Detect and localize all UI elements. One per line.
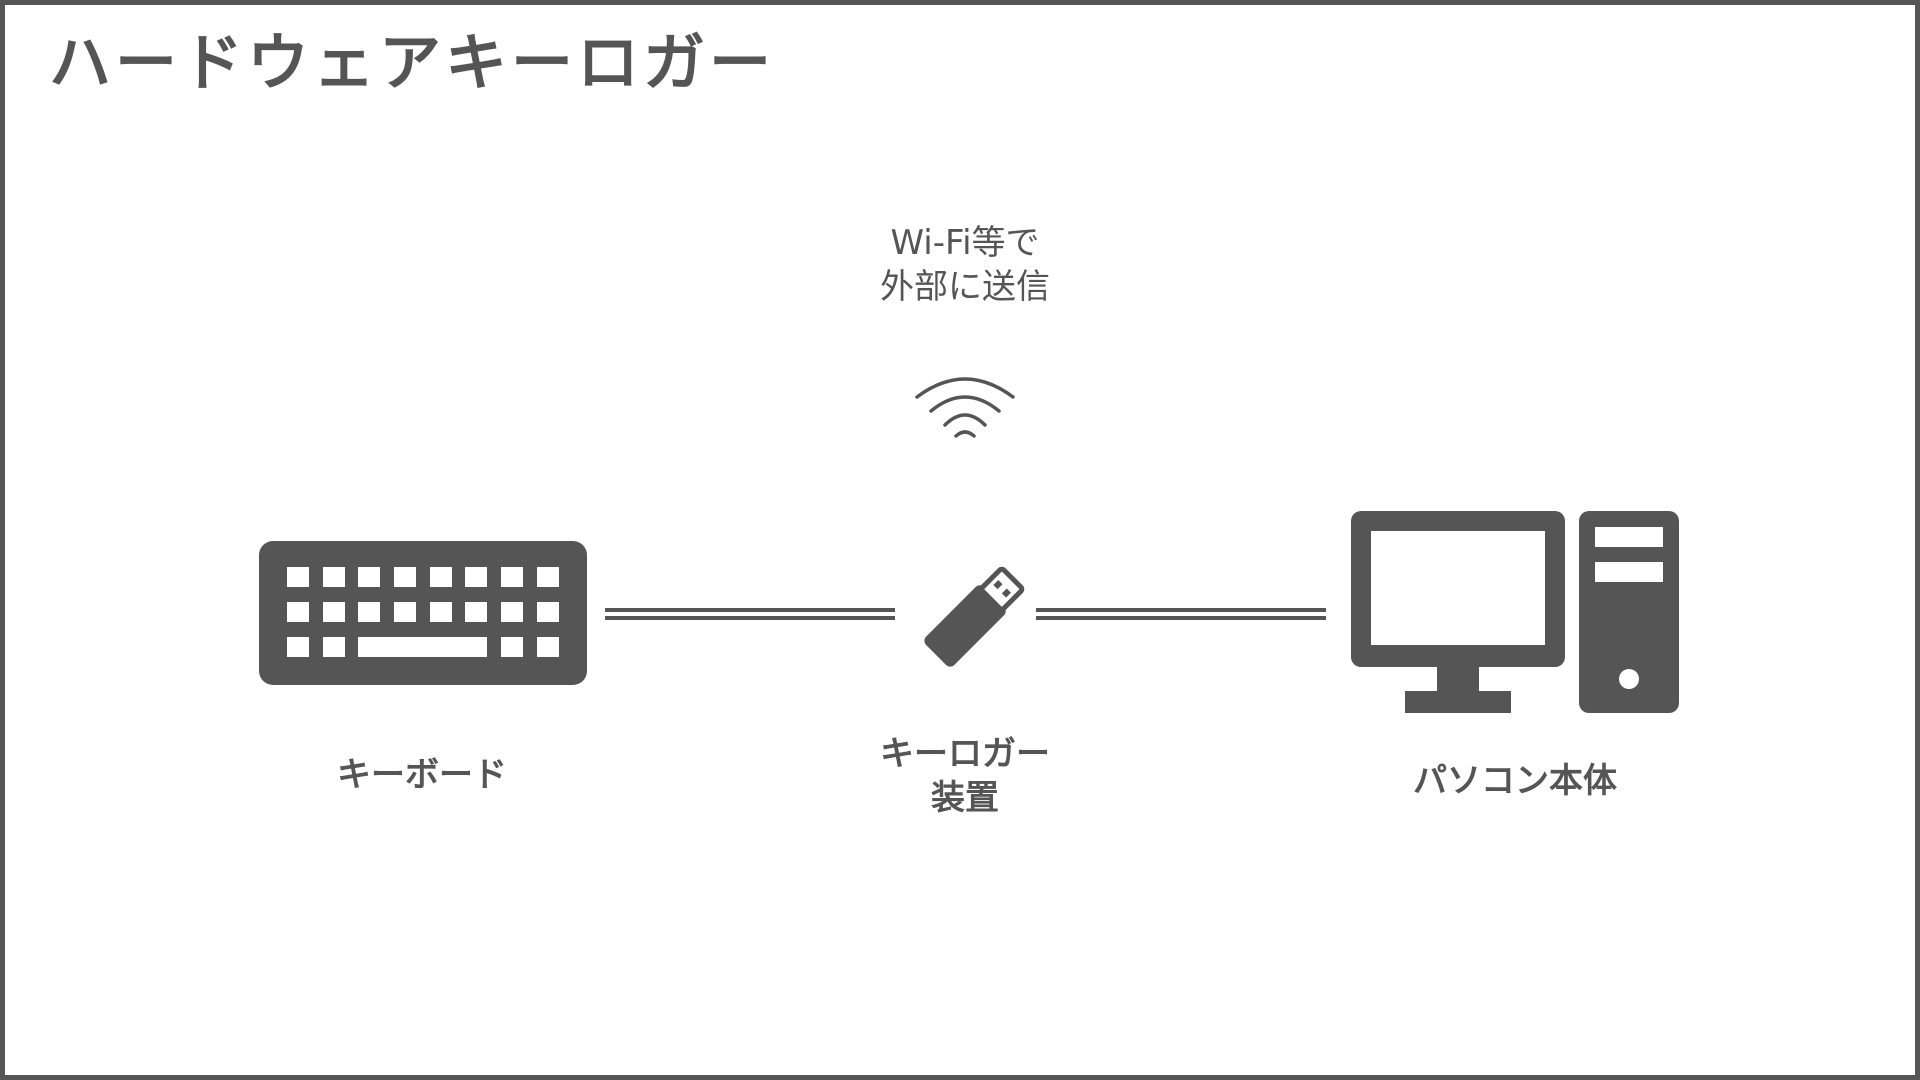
cable-keyboard-logger bbox=[605, 608, 895, 620]
wireless-label-line1: Wi-Fi等で bbox=[890, 223, 1040, 263]
keylogger-label: キーロガー 装置 bbox=[855, 732, 1075, 820]
keylogger-label-line2: 装置 bbox=[931, 778, 999, 818]
keyboard-label: キーボード bbox=[337, 755, 507, 795]
wireless-label-line2: 外部に送信 bbox=[880, 267, 1050, 307]
pc-label: パソコン本体 bbox=[1413, 761, 1617, 801]
wifi-signal-icon bbox=[915, 377, 1015, 438]
usb-stick-icon bbox=[924, 566, 1025, 667]
wireless-label: Wi-Fi等で 外部に送信 bbox=[845, 221, 1085, 309]
keylogger-label-line1: キーロガー bbox=[880, 734, 1050, 774]
slide-title: ハードウェアキーロガー bbox=[49, 26, 776, 99]
cable-logger-pc bbox=[1036, 608, 1326, 620]
desktop-pc-icon bbox=[1351, 511, 1679, 713]
keyboard-icon bbox=[259, 541, 587, 685]
